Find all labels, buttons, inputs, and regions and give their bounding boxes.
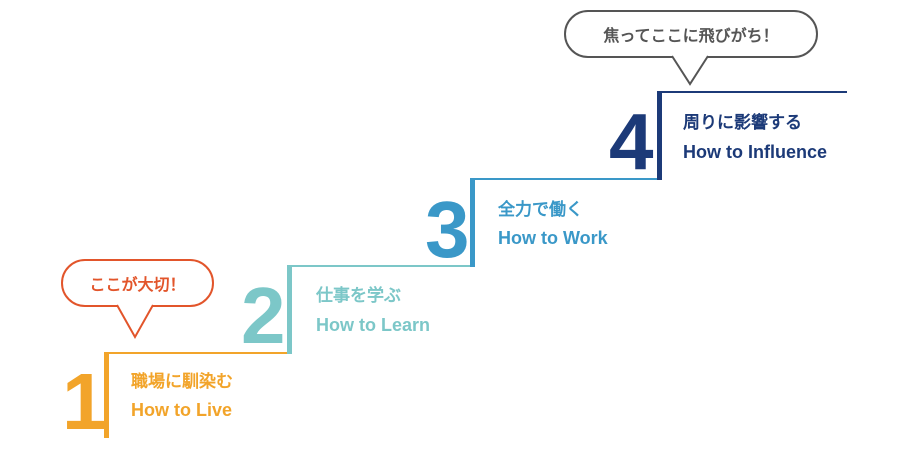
step-2-title: 仕事を学ぶ [316,286,401,306]
step-2-tread [287,265,474,267]
step-2-riser [287,265,292,354]
step-3-title: 全力で働く [498,200,583,220]
step-1-riser [104,352,109,438]
step-4-number: 4 [609,97,654,186]
tempt-callout-tail [671,55,709,86]
step-4-title: 周りに影響する [683,113,802,133]
tempt-callout-bubble: 焦ってここに飛びがち！ [564,10,818,58]
important-callout-bubble: ここが大切！ [61,259,214,307]
step-1-tread [104,352,289,354]
step-3-number: 3 [425,185,470,274]
step-1-subtitle: How to Live [131,400,233,420]
step-1-title: 職場に馴染む [131,372,233,392]
step-4-riser [657,91,662,180]
step-1-number: 1 [62,357,107,446]
step-3-subtitle: How to Work [498,228,608,248]
important-callout-tail [116,304,154,340]
step-2-number: 2 [241,271,286,360]
step-3-riser [470,178,475,267]
step-2-subtitle: How to Learn [316,315,431,335]
step-3-tread [470,178,660,180]
step-4-subtitle: How to Influence [683,142,827,162]
step-4-tread [657,91,847,93]
